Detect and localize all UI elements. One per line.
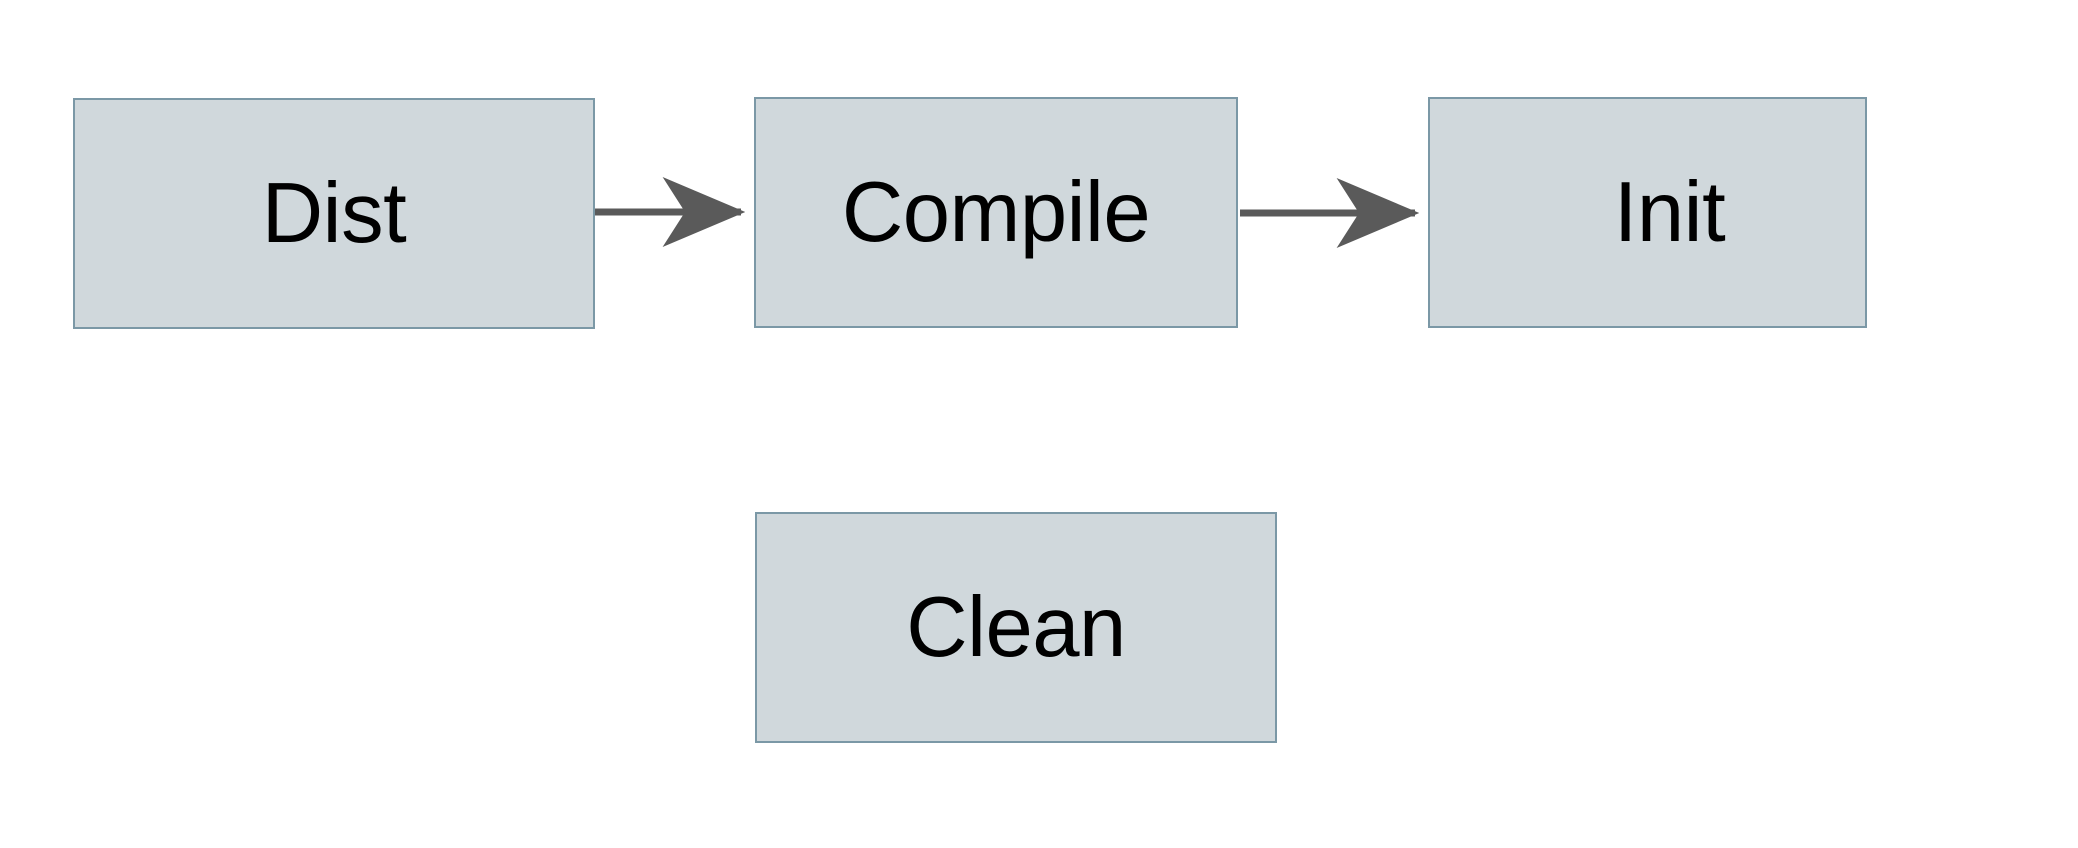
node-compile-label: Compile [841,165,1151,260]
node-compile[interactable]: Compile [754,97,1238,328]
node-dist-label: Dist [261,166,407,261]
node-clean-label: Clean [906,580,1126,675]
node-dist[interactable]: Dist [73,98,595,329]
node-init-label: Init [1613,165,1726,260]
node-init[interactable]: Init [1428,97,1867,328]
node-clean[interactable]: Clean [755,512,1277,743]
